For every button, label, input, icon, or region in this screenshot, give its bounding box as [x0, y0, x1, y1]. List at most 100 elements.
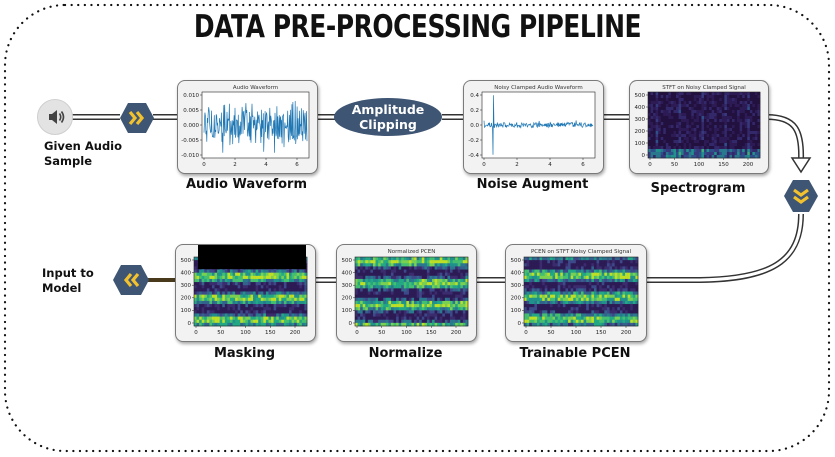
masking-heat-cell — [201, 278, 205, 283]
pcen-heat-cell — [583, 282, 587, 286]
masking-heat-cell — [301, 278, 305, 283]
pcen-heat-cell — [599, 313, 603, 317]
pcen-heat-cell — [529, 263, 533, 267]
spectrogram-heat-cell — [670, 140, 674, 144]
masking-heat-cell — [211, 319, 215, 324]
masking-heat-cell — [209, 304, 213, 308]
normalize-heat-cell — [393, 316, 397, 321]
normalize-heat-cell — [388, 310, 392, 314]
spectrogram-heat-cell — [688, 143, 692, 147]
masking-heat-cell — [224, 319, 228, 324]
masking-heat-cell — [204, 310, 208, 314]
noise-xtick-label: 6 — [581, 162, 585, 168]
masking-heat-cell — [235, 297, 238, 302]
pcen-heat-cell — [573, 316, 577, 321]
pcen-heat-cell — [534, 282, 538, 286]
spectrogram-heat-cell — [701, 137, 705, 141]
spectrogram-heat-cell — [732, 137, 735, 141]
masking-heat-cell — [291, 313, 295, 317]
spectrogram-heat-cell — [681, 137, 684, 141]
normalize-heat-cell — [355, 266, 358, 270]
spectrogram-heat-cell — [744, 149, 748, 153]
pcen-heat-cell — [612, 307, 615, 311]
normalize-heat-cell — [442, 316, 446, 321]
pcen-heat-cell — [625, 272, 628, 277]
normalize-heat-cell — [388, 304, 392, 308]
spectrogram-heat-cell — [721, 95, 725, 99]
pcen-heat-cell — [581, 322, 584, 327]
spectrogram-heat-cell — [711, 131, 715, 135]
pcen-heat-cell — [552, 294, 556, 299]
pcen-heat-cell — [562, 263, 566, 267]
pcen-heat-cell — [627, 260, 631, 264]
masking-heat-cell — [217, 278, 220, 283]
normalize-heat-cell — [408, 313, 412, 317]
normalize-heat-cell — [437, 310, 441, 314]
noise-xtick-label: 4 — [548, 162, 552, 168]
masking-heat-cell — [291, 322, 295, 327]
spectrogram-heat-cell — [701, 143, 705, 147]
spectrogram-heat-cell — [691, 137, 695, 141]
spectrogram-heat-cell — [686, 101, 690, 105]
spectrogram-heat-cell — [737, 125, 740, 129]
spectrogram-heat-cell — [693, 122, 697, 126]
normalize-heat-cell — [414, 266, 417, 270]
spectrogram-heat-cell — [729, 152, 733, 156]
pcen-heat-cell — [588, 288, 592, 292]
spectrogram-heat-cell — [673, 131, 677, 135]
masking-heat-cell — [211, 310, 215, 314]
masking-heat-cell — [299, 269, 303, 273]
normalize-heat-cell — [360, 257, 364, 261]
spectrogram-heat-cell — [688, 113, 692, 117]
pcen-heat-cell — [549, 275, 553, 280]
pcen-heat-cell — [612, 260, 615, 264]
normalize-heat-cell — [370, 297, 374, 302]
normalize-heat-cell — [396, 297, 399, 302]
spectrogram-heat-cell — [704, 113, 707, 117]
spectrogram-heat-cell — [744, 95, 748, 99]
masking-heat-cell — [276, 307, 280, 311]
masking-heat-cell — [286, 282, 290, 286]
spectrogram-heat-cell — [719, 125, 723, 129]
spectrogram-heat-cell — [650, 146, 654, 150]
spectrogram-heat-cell — [716, 146, 720, 150]
normalize-heat-cell — [398, 263, 402, 267]
spectrogram-heat-cell — [747, 128, 751, 132]
pcen-heat-cell — [596, 269, 600, 273]
normalize-heat-cell — [355, 294, 358, 299]
masking-heat-cell — [268, 319, 272, 324]
normalize-heat-cell — [388, 282, 392, 286]
normalize-heat-cell — [396, 275, 399, 280]
pcen-heat-cell — [529, 272, 533, 277]
spectrogram-heat-cell — [747, 101, 751, 105]
spectrogram-heat-cell — [711, 104, 715, 108]
pcen-heat-cell — [570, 260, 574, 264]
pcen-heat-cell — [632, 307, 636, 311]
speaker-button[interactable] — [37, 99, 73, 135]
masking-heat-cell — [296, 288, 300, 292]
normalize-heat-cell — [444, 272, 448, 277]
spectrogram-heat-cell — [660, 152, 664, 156]
normalize-heat-cell — [396, 313, 399, 317]
spectrogram-heat-cell — [709, 134, 712, 138]
spectrogram-heat-cell — [655, 92, 659, 96]
spectrogram-heat-cell — [729, 110, 733, 114]
normalize-heat-cell — [414, 291, 417, 295]
normalize-heat-cell — [408, 288, 412, 292]
normalize-heat-cell — [432, 263, 435, 267]
masking-heat-cell — [250, 297, 254, 302]
pcen-heat-cell — [606, 319, 610, 324]
masking-heat-cell — [240, 282, 244, 286]
masking-heat-cell — [250, 310, 254, 314]
pcen-heat-cell — [596, 297, 600, 302]
pcen-heat-cell — [588, 322, 592, 327]
pcen-heat-cell — [622, 260, 626, 264]
masking-heat-cell — [232, 304, 236, 308]
normalize-heat-cell — [434, 322, 438, 327]
normalize-heat-cell — [398, 316, 402, 321]
masking-heat-cell — [194, 304, 197, 308]
normalize-heat-cell — [360, 263, 364, 267]
pcen-heat-cell — [570, 310, 574, 314]
spectrogram-heat-cell — [676, 98, 679, 102]
normalize-heat-cell — [460, 310, 464, 314]
